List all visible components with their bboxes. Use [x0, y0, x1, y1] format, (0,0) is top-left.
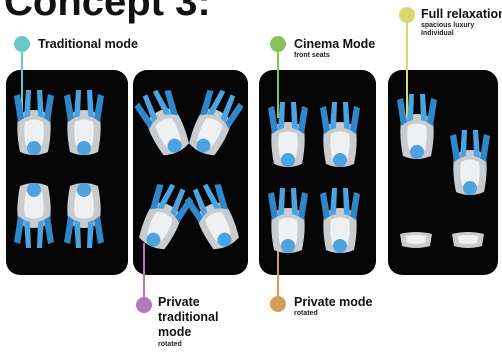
cinema-mode-label: Cinema Mode: [294, 37, 375, 51]
private-traditional-mode-marker: [136, 297, 152, 313]
full-relaxation-label: Full relaxation: [421, 7, 502, 21]
cinema-mode-sub: front seats: [294, 52, 330, 60]
seat-illustration: [62, 88, 106, 158]
private-traditional-mode-sub: rotated: [158, 341, 182, 349]
traditional-mode-marker: [14, 36, 30, 52]
private-traditional-mode-label-line2: traditional: [158, 310, 218, 324]
seat-illustration: [266, 100, 310, 170]
seat-illustration: [62, 180, 106, 250]
full-relaxation-sub-line2: Individual: [421, 30, 454, 38]
private-traditional-mode-label-line3: mode: [158, 325, 191, 339]
private-traditional-mode-label-line1: Private: [158, 295, 200, 309]
full-relaxation-sub-line1: spacious luxury: [421, 22, 474, 30]
private-mode-sub: rotated: [294, 310, 318, 318]
private-traditional-mode-leader: [143, 243, 145, 300]
page-title: Concept 3:: [4, 0, 211, 25]
seat-illustration: [12, 180, 56, 250]
full-relaxation-marker: [399, 7, 415, 23]
cinema-mode-marker: [270, 36, 286, 52]
seat-illustration: [395, 92, 439, 162]
footrest-cushion: [398, 230, 434, 250]
private-mode-label: Private mode: [294, 295, 373, 309]
footrest-cushion: [450, 230, 486, 250]
seat-illustration: [448, 128, 492, 198]
private-mode-marker: [270, 296, 286, 312]
seat-illustration: [318, 186, 362, 256]
seat-illustration: [318, 100, 362, 170]
seat-illustration: [12, 88, 56, 158]
seat-illustration: [266, 186, 310, 256]
traditional-mode-label: Traditional mode: [38, 37, 138, 51]
